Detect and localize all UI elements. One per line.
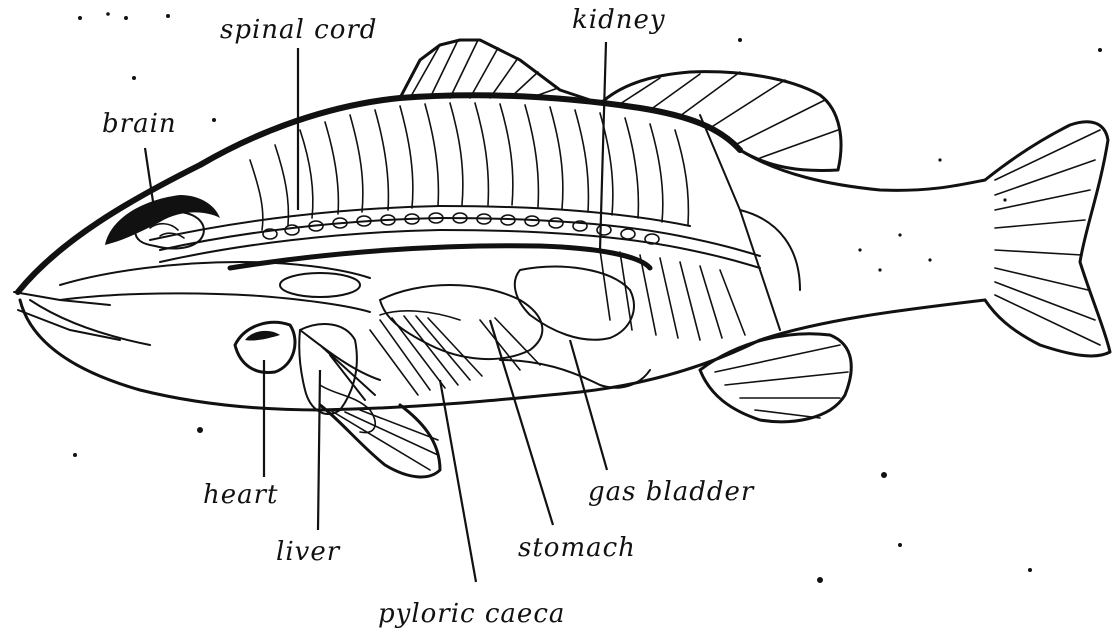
spiny-dorsal-fin [400,40,590,100]
liver [299,324,375,433]
label-gas-bladder: gas bladder [588,477,755,507]
label-liver: liver [276,537,341,567]
label-spinal-cord: spinal cord [220,15,377,45]
label-kidney: kidney [572,5,666,35]
soft-dorsal-fin [600,72,841,171]
vertebral-column [160,213,760,340]
label-stomach: stomach [518,533,636,563]
gas-bladder [515,267,634,340]
fish-body-outline [14,95,985,410]
kidney-leader [600,42,606,250]
label-heart: heart [203,480,279,510]
label-brain: brain [102,109,177,139]
spinal-cord [150,206,690,240]
pyloric-caeca [370,311,482,395]
gas-bladder-leader [570,340,607,470]
caudal-fin [985,122,1110,356]
pyloric-caeca-leader [440,380,476,582]
pectoral-fin [300,330,380,400]
liver-leader [318,370,320,530]
pelvic-fin [320,405,440,477]
anal-fin [700,334,851,422]
cutaway-boundaries [700,115,800,330]
muscle-segments [250,103,688,230]
stomach-leader [490,320,553,525]
label-pyloric-caeca: pyloric caeca [378,599,565,629]
